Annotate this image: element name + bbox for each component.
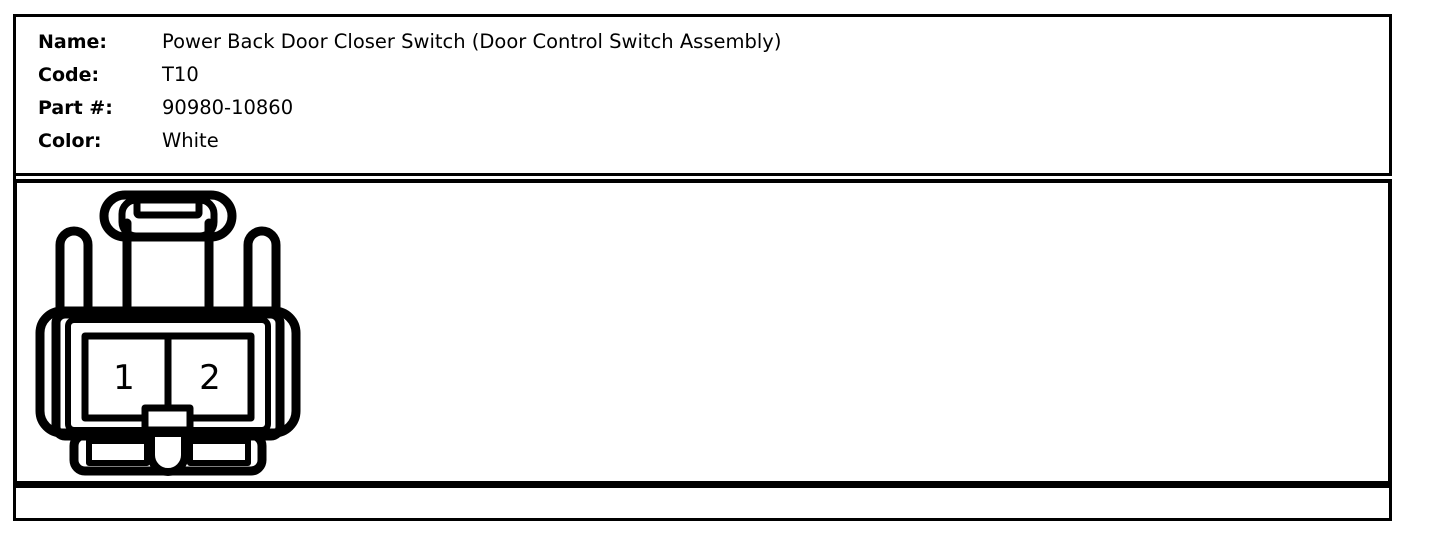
- connector-diagram-box: 1 2: [13, 179, 1392, 485]
- notes-strip: [13, 485, 1392, 521]
- spec-label-part-number: Part #:: [38, 97, 113, 119]
- spec-info-box: Name: Power Back Door Closer Switch (Doo…: [13, 14, 1392, 176]
- spec-row-color: Color: White: [38, 124, 781, 157]
- spec-value-name: Power Back Door Closer Switch (Door Cont…: [162, 30, 782, 53]
- spec-label-color: Color:: [38, 130, 102, 152]
- spec-value-code: T10: [162, 63, 199, 86]
- base-center-notch: [147, 433, 189, 476]
- spec-field-list: Name: Power Back Door Closer Switch (Doo…: [38, 25, 781, 157]
- terminal-number-2: 2: [199, 358, 221, 398]
- spec-row-code: Code: T10: [38, 58, 781, 91]
- spec-label-name: Name:: [38, 31, 108, 53]
- spec-value-color: White: [162, 129, 219, 152]
- base-window-right: [187, 438, 251, 466]
- base-window-left: [86, 438, 150, 466]
- latch-stem: [122, 218, 214, 316]
- lock-arm-right: [243, 226, 281, 319]
- spec-row-part-number: Part #: 90980-10860: [38, 91, 781, 124]
- connector-face-diagram: 1 2: [35, 190, 301, 476]
- connector-illustration: 1 2: [34, 183, 324, 481]
- latch-cross-bar: [133, 195, 203, 219]
- spec-value-part-number: 90980-10860: [162, 96, 294, 119]
- lock-arm-left: [55, 226, 93, 319]
- keying-notch: [141, 404, 194, 434]
- spec-row-name: Name: Power Back Door Closer Switch (Doo…: [38, 25, 781, 58]
- terminal-number-1: 1: [113, 358, 135, 398]
- spec-label-code: Code:: [38, 64, 100, 86]
